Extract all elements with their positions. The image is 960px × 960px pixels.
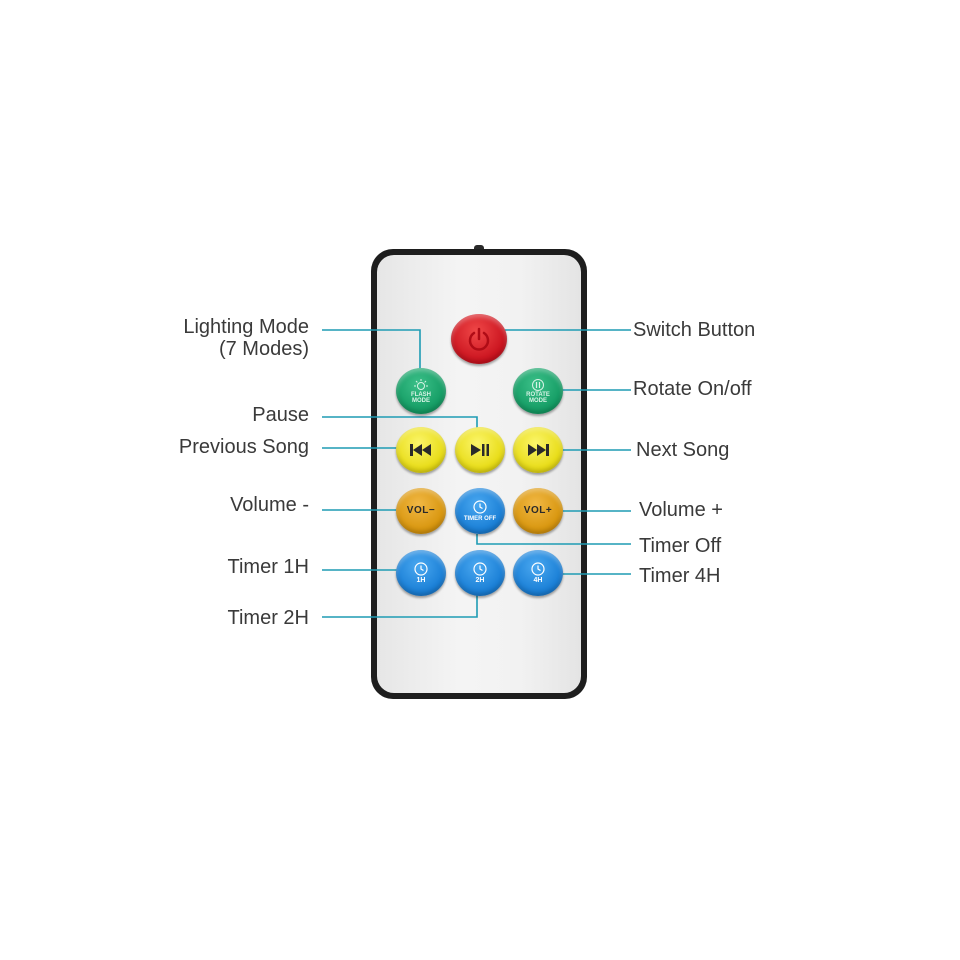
- flash-mode-label-2: MODE: [412, 398, 430, 404]
- label-previous-song: Previous Song: [178, 436, 309, 458]
- label-volume-plus: Volume +: [639, 499, 723, 521]
- label-lighting-mode: Lighting Mode (7 Modes): [183, 316, 309, 360]
- flash-mode-button[interactable]: FLASH MODE: [396, 368, 446, 414]
- label-rotate-onoff: Rotate On/off: [633, 378, 752, 400]
- timer-1h-button[interactable]: 1H: [396, 550, 446, 596]
- ir-emitter: [474, 245, 484, 251]
- timer-4h-button[interactable]: 4H: [513, 550, 563, 596]
- clock-icon: [414, 562, 428, 576]
- rotate-mode-button[interactable]: ROTATE MODE: [513, 368, 563, 414]
- timer-1h-label: 1H: [416, 577, 426, 584]
- clock-icon: [473, 562, 487, 576]
- clock-icon: [473, 500, 487, 514]
- power-icon: [468, 327, 490, 351]
- label-next-song: Next Song: [636, 439, 730, 461]
- vol-plus-label: VOL+: [523, 505, 553, 516]
- label-pause: Pause: [252, 404, 309, 426]
- previous-track-icon: [410, 444, 431, 456]
- label-timer-4h: Timer 4H: [639, 565, 721, 587]
- volume-up-button[interactable]: VOL+: [513, 488, 563, 534]
- timer-off-label: TIMER OFF: [463, 516, 497, 522]
- volume-down-button[interactable]: VOL−: [396, 488, 446, 534]
- rotate-icon: [532, 379, 544, 391]
- label-volume-minus: Volume -: [230, 494, 309, 516]
- label-lighting-mode-line1: Lighting Mode: [183, 316, 309, 338]
- rotate-mode-label-1: ROTATE: [526, 392, 550, 398]
- timer-2h-button[interactable]: 2H: [455, 550, 505, 596]
- next-track-icon: [528, 444, 549, 456]
- timer-off-button[interactable]: TIMER OFF: [455, 488, 505, 534]
- label-timer-off: Timer Off: [639, 535, 722, 557]
- previous-song-button[interactable]: [396, 427, 446, 473]
- rotate-mode-label-2: MODE: [529, 398, 547, 404]
- label-switch-button: Switch Button: [633, 319, 756, 341]
- label-timer-2h: Timer 2H: [227, 607, 309, 629]
- vol-minus-label: VOL−: [406, 505, 436, 516]
- timer-4h-label: 4H: [533, 577, 543, 584]
- timer-2h-label: 2H: [475, 577, 485, 584]
- label-timer-1h: Timer 1H: [227, 556, 309, 578]
- next-song-button[interactable]: [513, 427, 563, 473]
- clock-icon: [531, 562, 545, 576]
- sun-icon: [414, 379, 428, 390]
- label-lighting-mode-line2: (7 Modes): [218, 338, 309, 360]
- play-pause-icon: [471, 444, 489, 456]
- power-button[interactable]: [451, 314, 507, 364]
- play-pause-button[interactable]: [455, 427, 505, 473]
- flash-mode-label-1: FLASH: [411, 392, 431, 398]
